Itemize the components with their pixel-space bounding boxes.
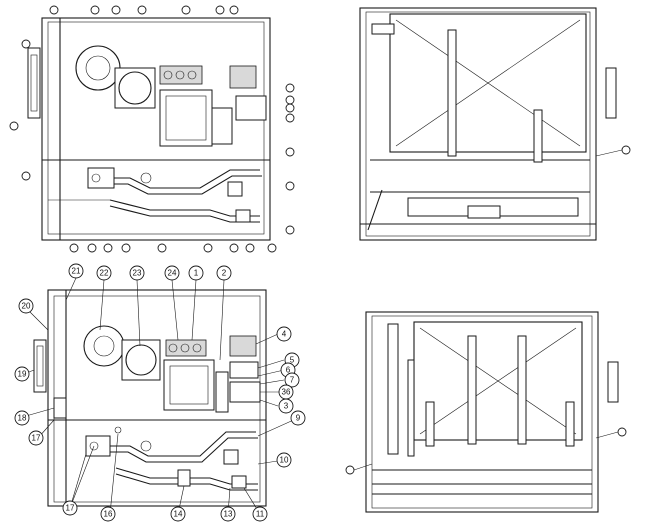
panel-bottom-right: [365, 311, 619, 513]
callout-3: 3: [284, 402, 289, 411]
callout-5: 5: [290, 356, 295, 365]
callout-17: 17: [66, 504, 75, 513]
callout-23: 22: [100, 269, 109, 278]
callout-20: 19: [18, 370, 27, 379]
callout-2: 2: [222, 269, 227, 278]
callout-4: 4: [282, 330, 287, 339]
panel-bottom-left-callouts: 21 22 23 24 1 2 20 19 18 17 4 5 6 7 36 3…: [14, 263, 306, 522]
panel-top-right: [359, 7, 617, 241]
callout-22: 21: [72, 267, 81, 276]
callout-18: 17: [32, 434, 41, 443]
panel-top-right-callouts: [595, 145, 631, 157]
panel-bottom-right-callouts: [345, 427, 627, 475]
callout-6: 6: [286, 366, 291, 375]
callout-21: 20: [22, 302, 31, 311]
callout-25: 24: [168, 269, 177, 278]
callout-9: 9: [296, 414, 301, 423]
callout-14: 14: [174, 510, 183, 519]
callout-1: 1: [194, 269, 199, 278]
callout-7: 7: [290, 376, 295, 385]
panel-bottom-left: [33, 289, 267, 507]
panel-top-left: [27, 17, 271, 241]
callout-10: 10: [280, 456, 289, 465]
callout-16: 16: [104, 510, 113, 519]
callout-13: 13: [224, 510, 233, 519]
callout-19: 18: [18, 414, 27, 423]
panel-top-left-callouts: [9, 5, 295, 253]
callout-11: 11: [256, 510, 265, 519]
callout-36: 36: [282, 388, 291, 397]
callout-24: 23: [133, 269, 142, 278]
